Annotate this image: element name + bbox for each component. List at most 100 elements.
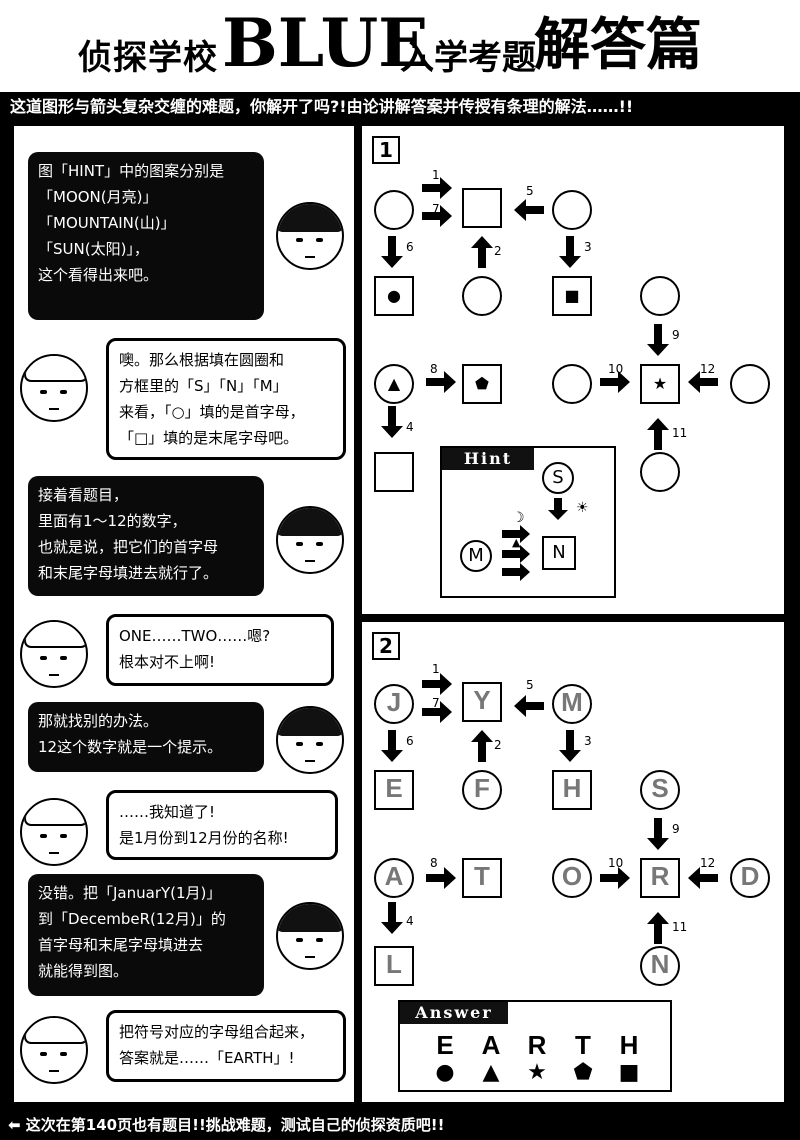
speech-line: 没错。把「JanuarY(1月)」	[38, 884, 222, 902]
arrow-11	[647, 418, 669, 450]
arrow-number: 6	[406, 734, 414, 748]
letter-square-h: H	[552, 770, 592, 810]
speech-line: 图「HINT」中的图案分别是	[38, 162, 225, 180]
speech-bubble: 接着看题目， 里面有1～12的数字， 也就是说，把它们的首字母 和末尾字母填进去…	[28, 476, 264, 596]
hint-letter: S	[552, 467, 564, 488]
arrow-number: 1	[432, 168, 440, 182]
title-right: 入学考题	[400, 38, 536, 78]
circle-node	[462, 276, 502, 316]
header: 侦探学校 BLUE 入学考题 解答篇	[0, 0, 800, 92]
footer-note: ⬅ 这次在第140页也有题目!!挑战难题，测试自己的侦探资质吧!!	[0, 1110, 800, 1140]
arrow-number: 10	[608, 362, 624, 376]
character-avatar	[20, 1016, 88, 1084]
speech-line: 来看，「○」填的是首字母，	[119, 403, 305, 421]
circle-node	[374, 190, 414, 230]
square-node: ⬟	[462, 364, 502, 404]
title-blue: BLUE	[222, 4, 429, 82]
arrow-number: 6	[406, 240, 414, 254]
circle-node	[640, 276, 680, 316]
panel-number: 1	[372, 136, 400, 164]
speech-line: 「MOUNTAIN(山)」	[38, 214, 176, 232]
speech-bubble: 噢。那么根据填在圆圈和 方框里的「S」「N」「M」 来看，「○」填的是首字母， …	[106, 338, 346, 460]
arrow-number: 3	[584, 734, 592, 748]
letter-circle-n: N	[640, 946, 680, 986]
arrows-layer	[381, 673, 718, 944]
answer-label: Answer	[400, 1002, 508, 1024]
arrow-number: 12	[700, 362, 716, 376]
arrow-4	[381, 406, 403, 438]
answer-letter: A	[481, 1030, 501, 1060]
letter-square-l: L	[374, 946, 414, 986]
square-node: ★	[640, 364, 680, 404]
dialogue-column: 图「HINT」中的图案分别是 「MOON(月亮)」 「MOUNTAIN(山)」 …	[14, 126, 354, 1102]
hint-letter: N	[552, 542, 566, 563]
symbol-star: ★	[652, 374, 668, 393]
character-avatar	[276, 706, 344, 774]
circle-node	[552, 190, 592, 230]
speech-line: 12这个数字就是一个提示。	[38, 738, 223, 756]
character-avatar	[20, 354, 88, 422]
arrow-2	[471, 236, 493, 268]
arrow-number: 4	[406, 420, 414, 434]
circle-node	[640, 452, 680, 492]
answer-letter: T	[575, 1030, 591, 1060]
speech-bubble: 没错。把「JanuarY(1月)」 到「DecembeR(12月)」的 首字母和…	[28, 874, 264, 996]
speech-line: 和末尾字母填进去就行了。	[38, 564, 219, 582]
character-avatar	[20, 798, 88, 866]
answer-letter: R	[527, 1030, 547, 1060]
speech-line: ……我知道了!	[119, 803, 216, 821]
arrow-8	[426, 371, 456, 393]
arrow-number: 7	[432, 696, 440, 710]
letter-square-e: E	[374, 770, 414, 810]
letter-square-t: T	[462, 858, 502, 898]
speech-line: 答案就是……「EARTH」!	[119, 1049, 295, 1067]
arrow-number: 7	[432, 202, 440, 216]
speech-line: 「□」填的是末尾字母吧。	[119, 429, 299, 447]
title-answer: 解答篇	[534, 13, 702, 78]
answer-symbol: ●	[435, 1060, 455, 1085]
arrow-7	[422, 205, 452, 227]
speech-line: 「MOON(月亮)」	[38, 188, 158, 206]
arrow-number: 10	[608, 856, 624, 870]
character-avatar	[276, 202, 344, 270]
sun-icon: ☀	[576, 500, 589, 516]
arrow-number: 8	[430, 362, 438, 376]
answer-symbol: ■	[618, 1060, 640, 1085]
circle-node	[552, 364, 592, 404]
arrow-9	[647, 324, 669, 356]
arrow-5	[514, 199, 544, 221]
character-avatar	[276, 506, 344, 574]
square-node	[462, 188, 502, 228]
answer-symbol: ▲	[482, 1060, 500, 1085]
speech-line: 「SUN(太阳)」，	[38, 240, 149, 258]
arrow-number: 12	[700, 856, 716, 870]
letter-circle-s: S	[640, 770, 680, 810]
arrow-number: 5	[526, 678, 534, 692]
speech-line: 那就找别的办法。	[38, 712, 159, 730]
square-node	[374, 452, 414, 492]
arrow-number: 3	[584, 240, 592, 254]
answer-letter: E	[436, 1030, 454, 1060]
arrow-number: 2	[494, 244, 502, 258]
letter-circle-j: J	[374, 684, 414, 724]
letter-square-y: Y	[462, 682, 502, 722]
hint-arrows	[502, 498, 568, 581]
arrow-10	[600, 371, 630, 393]
speech-line: 方框里的「S」「N」「M」	[119, 377, 288, 395]
answer-letter: H	[619, 1030, 639, 1060]
speech-line: 是1月份到12月份的名称!	[119, 829, 289, 847]
arrow-number: 4	[406, 914, 414, 928]
arrow-number: 5	[526, 184, 534, 198]
subtitle: 这道图形与箭头复杂交缠的难题，你解开了吗?!由论讲解答案并传授有条理的解法……!…	[0, 92, 800, 122]
speech-line: 也就是说，把它们的首字母	[38, 538, 219, 556]
puzzle-panel-2: 2 1 7 5 6 2 3 9 8 10 12 4 11 J Y M E F H…	[362, 622, 784, 1102]
answer-symbol: ★	[527, 1060, 547, 1085]
arrow-number: 11	[672, 920, 688, 934]
answer-box: Answer E A R T H ● ▲ ★ ⬟ ■	[398, 1000, 672, 1092]
speech-line: 这个看得出来吧。	[38, 266, 159, 284]
arrow-number: 8	[430, 856, 438, 870]
arrow-6	[381, 236, 403, 268]
symbol-square: ■	[564, 286, 580, 305]
speech-line: 接着看题目，	[38, 486, 129, 504]
symbol-pentagon: ⬟	[475, 374, 489, 393]
